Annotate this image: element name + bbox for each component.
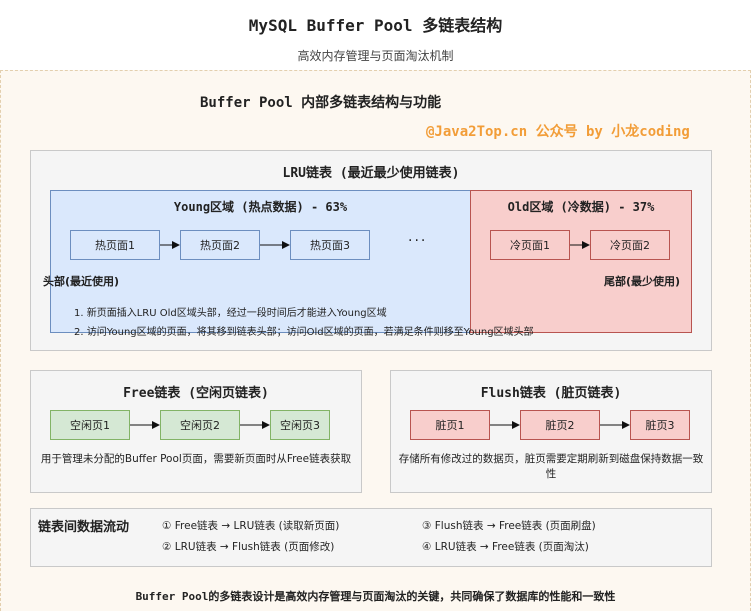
old-region xyxy=(470,190,692,333)
footer-summary: Buffer Pool的多链表设计是高效内存管理与页面淘汰的关键，共同确保了数据… xyxy=(135,590,616,603)
dirty-page-1: 脏页1 xyxy=(410,410,490,440)
hot-page-1: 热页面1 xyxy=(70,230,160,260)
hot-page-2: 热页面2 xyxy=(180,230,260,260)
flow-title: 链表间数据流动 xyxy=(38,520,130,535)
free-description: 用于管理未分配的Buffer Pool页面，需要新页面时从Free链表获取 xyxy=(40,453,352,465)
page-title: MySQL Buffer Pool 多链表结构 xyxy=(248,16,503,35)
young-region xyxy=(50,190,471,333)
watermark: @Java2Top.cn 公众号 by 小龙coding xyxy=(426,124,690,140)
old-region-title: Old区域 (冷数据) - 37% xyxy=(507,200,655,214)
free-title: Free链表 (空闲页链表) xyxy=(123,386,269,401)
hot-page-3: 热页面3 xyxy=(290,230,370,260)
free-page-2: 空闲页2 xyxy=(160,410,240,440)
flow-item-2: ② LRU链表 → Flush链表 (页面修改) xyxy=(162,541,335,553)
section-title: Buffer Pool 内部多链表结构与功能 xyxy=(200,95,442,111)
cold-page-2: 冷页面2 xyxy=(590,230,670,260)
flow-panel xyxy=(30,508,712,567)
flush-description: 存储所有修改过的数据页，脏页需要定期刷新到磁盘保持数据一致性 xyxy=(398,453,704,480)
lru-note-1: 1. 新页面插入LRU Old区域头部，经过一段时间后才能进入Young区域 xyxy=(74,308,387,319)
tail-label: 尾部(最少使用) xyxy=(604,275,681,288)
flow-item-3: ③ Flush链表 → Free链表 (页面刷盘) xyxy=(422,520,596,532)
dirty-page-3: 脏页3 xyxy=(630,410,690,440)
young-region-title: Young区域 (热点数据) - 63% xyxy=(173,200,348,214)
flow-item-1: ① Free链表 → LRU链表 (读取新页面) xyxy=(162,520,340,532)
lru-note-2: 2. 访问Young区域的页面，将其移到链表头部；访问Old区域的页面，若满足条… xyxy=(74,327,534,338)
flow-item-4: ④ LRU链表 → Free链表 (页面淘汰) xyxy=(422,541,589,553)
free-page-3: 空闲页3 xyxy=(270,410,330,440)
ellipsis: ··· xyxy=(408,233,428,249)
lru-title: LRU链表 (最近最少使用链表) xyxy=(282,166,460,181)
head-label: 头部(最近使用) xyxy=(43,275,120,288)
cold-page-1: 冷页面1 xyxy=(490,230,570,260)
flush-title: Flush链表 (脏页链表) xyxy=(480,386,622,401)
free-page-1: 空闲页1 xyxy=(50,410,130,440)
page-subtitle: 高效内存管理与页面淘汰机制 xyxy=(297,49,454,63)
dirty-page-2: 脏页2 xyxy=(520,410,600,440)
